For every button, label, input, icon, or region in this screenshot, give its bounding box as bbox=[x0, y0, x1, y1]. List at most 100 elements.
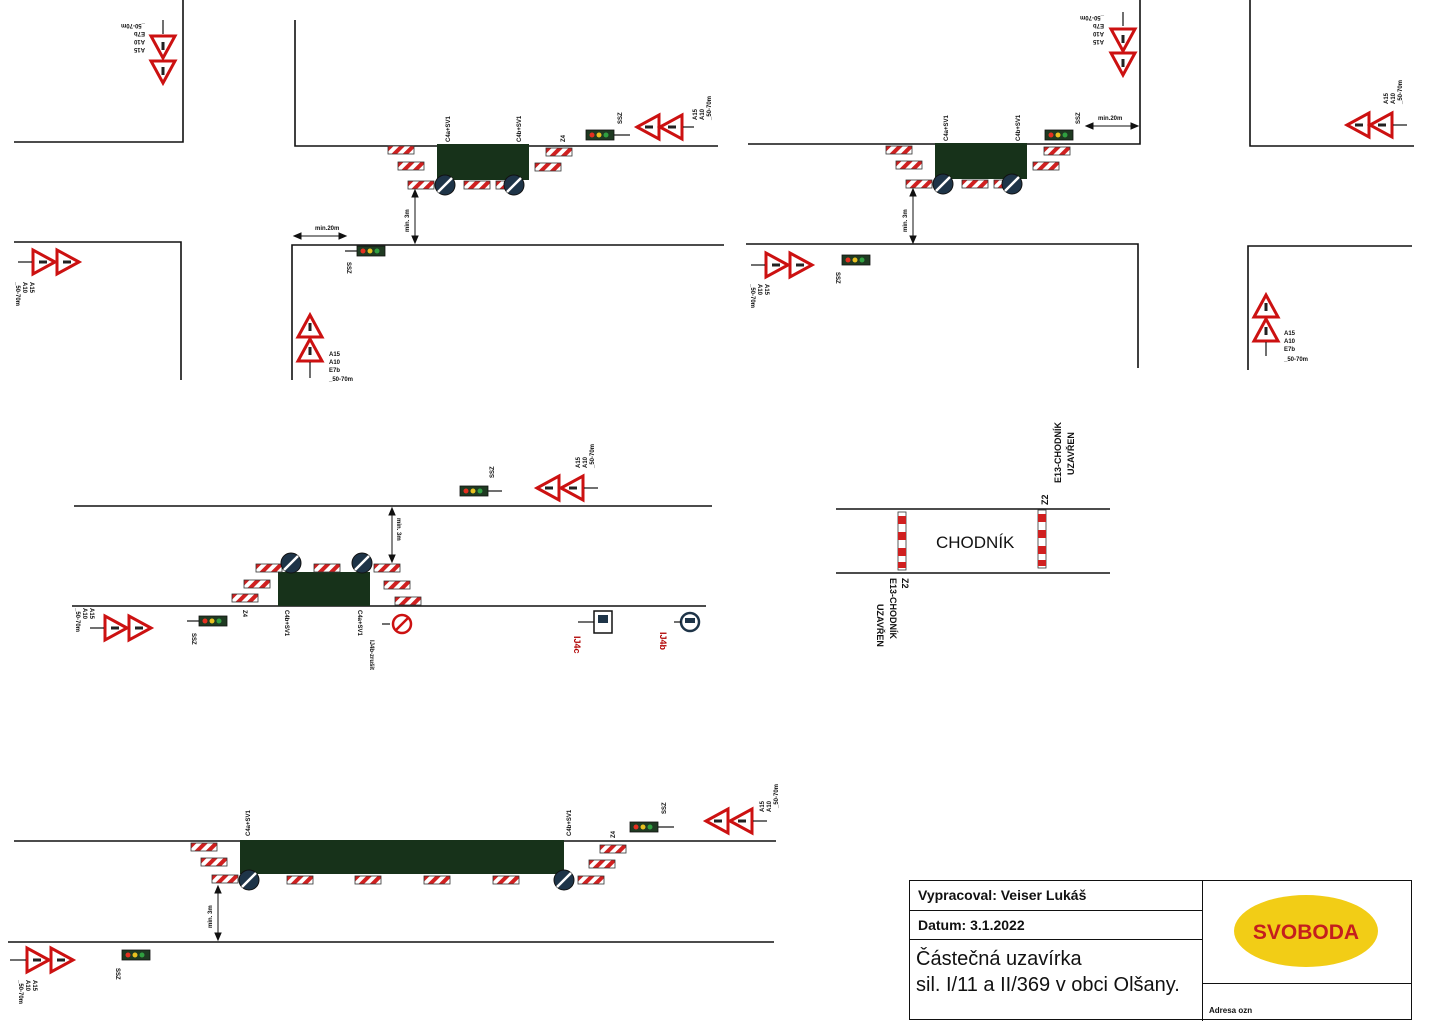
label-z4: Z4 bbox=[611, 830, 617, 838]
company-logo: SVOBODA bbox=[1202, 881, 1411, 984]
label-a15: A15 bbox=[1092, 38, 1104, 44]
label-ssz: SSZ bbox=[618, 112, 624, 124]
label-a15: A15 bbox=[28, 282, 34, 294]
label-min3m: min. 3m bbox=[395, 518, 401, 541]
label-a10: A10 bbox=[1092, 30, 1104, 36]
label-min3m: min. 3m bbox=[405, 209, 411, 232]
label-a15: A15 bbox=[760, 800, 766, 812]
label-c4a-sv1: C4a+SV1 bbox=[356, 610, 362, 637]
road-edges bbox=[746, 0, 1414, 370]
label-uzavren: UZAVŘEN bbox=[1065, 432, 1076, 475]
road-edges bbox=[836, 508, 1110, 574]
date-field: Datum: 3.1.2022 bbox=[910, 911, 1202, 940]
label-distance: _50-70m bbox=[121, 22, 146, 28]
warning-signs-left bbox=[751, 251, 814, 279]
label-e7b: E7b bbox=[329, 368, 340, 374]
label-a10: A10 bbox=[1391, 92, 1397, 104]
description-line-1: Částečná uzavírka bbox=[916, 948, 1082, 970]
label-distance: _50-70m bbox=[749, 283, 755, 308]
warning-signs-topleft bbox=[149, 20, 177, 85]
label-a10: A10 bbox=[21, 282, 27, 294]
label-e13-chodnik: E13-CHODNÍK bbox=[888, 578, 898, 640]
dimension-3m bbox=[909, 187, 917, 245]
dimension-3m bbox=[388, 506, 396, 564]
label-a15: A15 bbox=[763, 284, 769, 296]
label-a10: A10 bbox=[329, 360, 341, 366]
label-a15: A15 bbox=[693, 108, 699, 120]
warning-signs-right bbox=[704, 807, 767, 835]
label-ssz: SSZ bbox=[834, 272, 840, 284]
label-c4b-sv1: C4b+SV1 bbox=[1016, 114, 1022, 141]
warning-signs-right bbox=[535, 474, 598, 502]
bus-stop-sign-icon bbox=[578, 610, 613, 634]
no-entry-sign-icon bbox=[382, 613, 413, 635]
label-min3m: min. 3m bbox=[903, 209, 909, 232]
label-c4a-sv1: C4a+SV1 bbox=[446, 115, 452, 142]
dimension-20m bbox=[1084, 122, 1140, 130]
section-sidewalk: CHODNÍK Z2 E13-CHODNÍK UZAVŘEN Z2 E13-CH… bbox=[836, 421, 1110, 647]
dimension-3m bbox=[411, 188, 419, 245]
description-line-2: sil. I/11 a II/369 v obci Olšany. bbox=[916, 974, 1180, 996]
logo-text: SVOBODA bbox=[1253, 921, 1359, 944]
section-road-3: min. 3m SSZ A15 A10 _50-70m A15 A10 _50-… bbox=[72, 444, 712, 670]
label-distance: _50-70m bbox=[590, 444, 596, 469]
label-ssz: SSZ bbox=[490, 466, 496, 478]
work-zone bbox=[240, 840, 564, 874]
logo-graphic: SVOBODA bbox=[1234, 895, 1378, 967]
label-ij4b: IJ4b bbox=[658, 632, 668, 651]
label-ssz: SSZ bbox=[1076, 112, 1082, 124]
label-distance: _50-70m bbox=[774, 784, 780, 809]
label-distance: _50-70m bbox=[1283, 357, 1308, 363]
label-distance: _50-70m bbox=[1398, 80, 1404, 105]
label-a10: A10 bbox=[756, 284, 762, 296]
label-e13-chodnik: E13-CHODNÍK bbox=[1053, 421, 1063, 483]
label-distance: _50-70m bbox=[74, 607, 80, 632]
label-c4a-sv1: C4a+SV1 bbox=[246, 809, 252, 836]
warning-signs-right bbox=[1345, 111, 1407, 139]
label-z4: Z4 bbox=[561, 134, 567, 142]
label-distance: _50-70m bbox=[14, 281, 20, 306]
label-uzavren: UZAVŘEN bbox=[875, 604, 886, 647]
label-c4b-sv1: C4b+SV1 bbox=[517, 115, 523, 142]
label-a10: A10 bbox=[767, 800, 773, 812]
label-ssz: SSZ bbox=[190, 633, 196, 645]
title-block: Vypracoval: Veiser Lukáš Datum: 3.1.2022… bbox=[909, 880, 1412, 1021]
warning-signs-left bbox=[10, 946, 75, 974]
warning-signs-top bbox=[1109, 12, 1137, 77]
label-c4b-sv1: C4b+SV1 bbox=[567, 809, 573, 836]
work-zone bbox=[437, 144, 529, 180]
label-a10: A10 bbox=[24, 980, 30, 992]
label-min20m: min.20m bbox=[315, 226, 339, 232]
work-zone bbox=[935, 143, 1027, 179]
label-ssz: SSZ bbox=[662, 802, 668, 814]
section-intersection-2: min. 3m C4a+SV1 C4b+SV1 SSZ min.20m SSZ … bbox=[746, 0, 1414, 370]
label-a10: A10 bbox=[133, 38, 145, 44]
warning-signs-bottom bbox=[296, 313, 324, 378]
label-z2: Z2 bbox=[1040, 494, 1050, 505]
label-c4b-sv1: C4b+SV1 bbox=[283, 610, 289, 637]
label-a15: A15 bbox=[31, 980, 37, 992]
road-edges bbox=[14, 0, 724, 380]
label-a15: A15 bbox=[1284, 331, 1296, 337]
label-a10: A10 bbox=[81, 608, 87, 620]
section-road-5: min. 3m C4a+SV1 C4b+SV1 Z4 SSZ A15 A10 _… bbox=[8, 784, 780, 1004]
work-zone bbox=[278, 572, 370, 606]
warning-signs-left bbox=[90, 614, 153, 642]
label-a10: A10 bbox=[1284, 339, 1296, 345]
label-min3m: min. 3m bbox=[208, 905, 214, 928]
warning-signs-right bbox=[635, 113, 694, 141]
label-chodnik: CHODNÍK bbox=[936, 533, 1015, 552]
footer-field: Adresa ozn bbox=[1202, 984, 1411, 1021]
label-ij4c: IJ4c bbox=[572, 636, 582, 654]
label-e7b: E7b bbox=[134, 30, 145, 36]
dimension-3m bbox=[214, 884, 222, 942]
label-c4a-sv1: C4a+SV1 bbox=[944, 114, 950, 141]
label-ssz: SSZ bbox=[345, 262, 351, 274]
description-field: Částečná uzavírka sil. I/11 a II/369 v o… bbox=[910, 940, 1202, 1021]
section-intersection-1: min. 3m C4a+SV1 C4b+SV1 Z4 SSZ A15 A10 _… bbox=[14, 0, 724, 383]
label-z4: Z4 bbox=[241, 610, 247, 618]
label-ij4b-zrusit: IJ4b-zrušit bbox=[368, 640, 374, 670]
label-a10: A10 bbox=[583, 456, 589, 468]
label-distance: _50-70m bbox=[1080, 14, 1105, 20]
